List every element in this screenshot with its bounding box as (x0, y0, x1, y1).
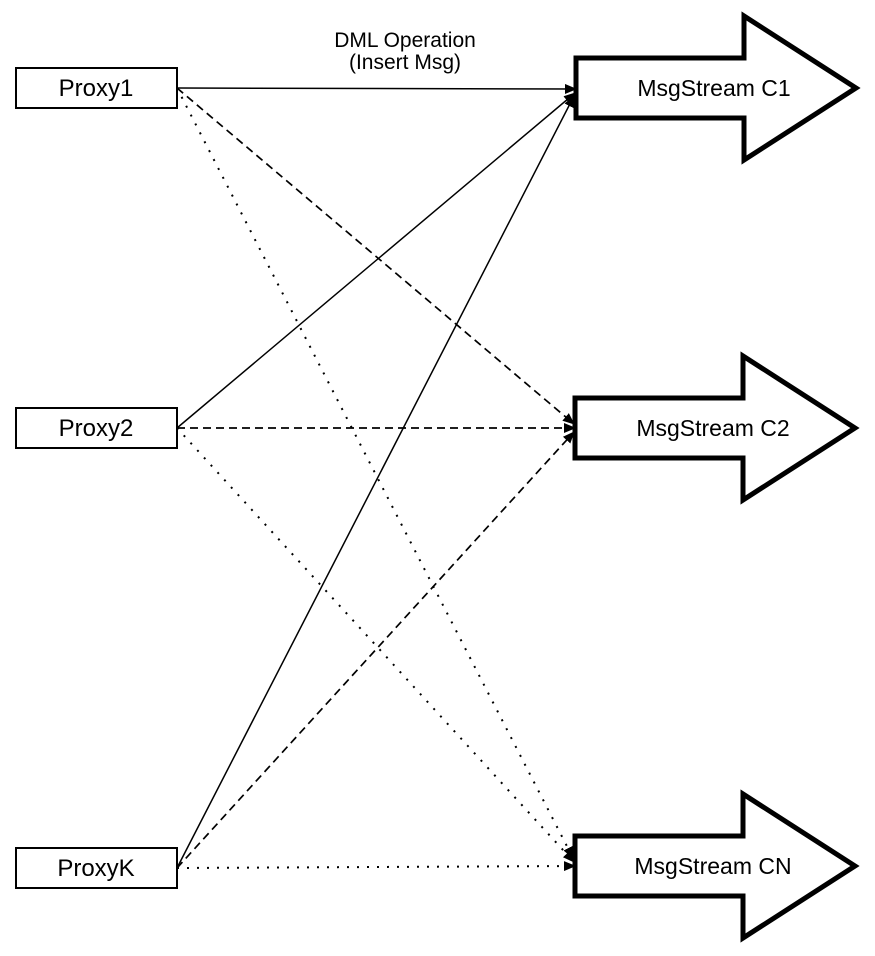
msgstream-c1-node: MsgStream C1 (576, 16, 856, 160)
proxy2-box (15, 407, 178, 449)
proxy2-node: Proxy2 (15, 407, 178, 449)
edge-proxy1-msgstream-c1 (176, 83, 577, 94)
proxy1-label: Proxy1 (59, 75, 134, 102)
proxyk-box (15, 847, 178, 889)
proxyk-label: ProxyK (57, 855, 134, 882)
dml-operation-label-line1: DML Operation (334, 29, 476, 52)
proxy1-box (15, 67, 178, 109)
edge-proxyk-msgstream-c2 (176, 431, 575, 869)
proxyk-node: ProxyK (15, 847, 178, 889)
msgstream-c2-node: MsgStream C2 (575, 356, 855, 500)
edge-proxyk-msgstream-cn (176, 861, 576, 872)
proxy2-label: Proxy2 (59, 415, 134, 442)
edge-proxyk-msgstream-c1 (176, 95, 575, 869)
edge-proxy1-msgstream-cn (176, 87, 574, 859)
msgstream-c1-label: MsgStream C1 (637, 75, 790, 101)
dml-operation-label-line2: (Insert Msg) (349, 51, 461, 74)
edge-proxy2-msgstream-c1 (176, 92, 576, 429)
msgstream-cn-label: MsgStream CN (634, 853, 791, 879)
edge-proxy1-msgstream-c2 (176, 87, 575, 425)
proxy1-node: Proxy1 (15, 67, 178, 109)
edge-proxy2-msgstream-cn (176, 427, 575, 863)
msgstream-c2-label: MsgStream C2 (636, 415, 789, 441)
msgstream-cn-node: MsgStream CN (575, 794, 855, 938)
